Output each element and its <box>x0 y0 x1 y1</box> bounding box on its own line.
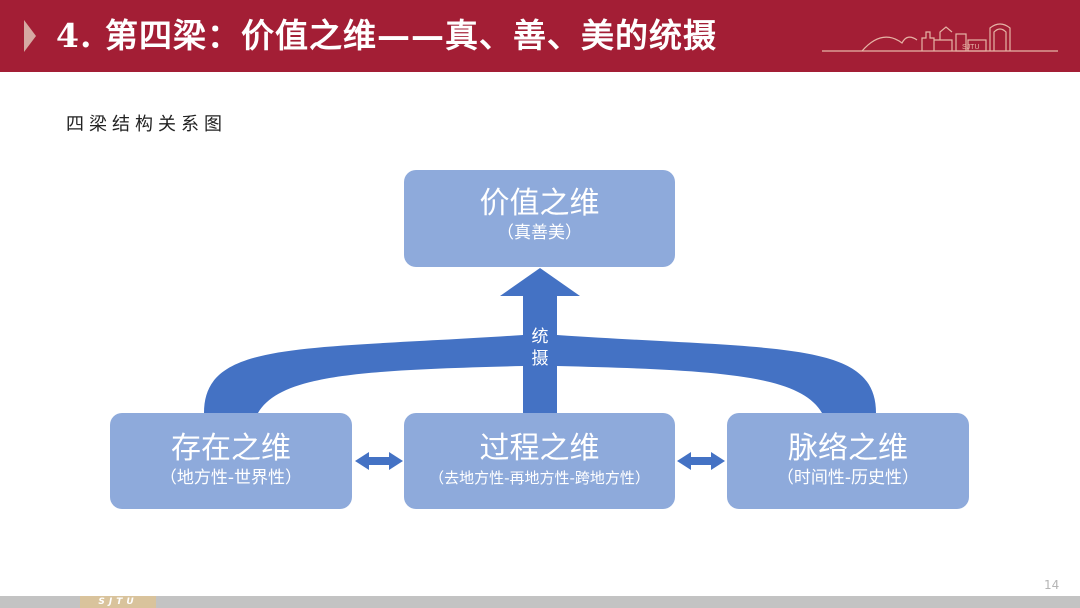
box-subtitle: （真善美） <box>497 223 582 243</box>
double-arrow-right <box>677 452 725 470</box>
campus-skyline-logo: SJTU <box>822 23 1058 52</box>
box-subtitle: （地方性-世界性） <box>159 468 303 488</box>
box-existence-dimension: 存在之维 （地方性-世界性） <box>110 413 352 509</box>
box-title: 过程之维 <box>479 431 600 466</box>
curved-arrow-left <box>204 335 523 413</box>
header-bar: 4. 第四梁：价值之维——真、善、美的统摄 SJTU <box>0 0 1080 72</box>
box-process-dimension: 过程之维 （去地方性-再地方性-跨地方性） <box>404 413 675 509</box>
unify-label: 统摄 <box>531 327 549 369</box>
box-title: 脉络之维 <box>788 431 908 466</box>
diagram-subtitle: 四梁结构关系图 <box>66 114 227 135</box>
footer-bar <box>0 596 1080 608</box>
page-number: 14 <box>1044 578 1060 592</box>
svg-text:SJTU: SJTU <box>962 44 980 51</box>
box-title: 价值之维 <box>479 186 600 221</box>
chevron-icon <box>24 20 36 52</box>
curved-arrow-right <box>557 335 876 413</box>
central-arrow-stem <box>523 296 557 413</box>
central-arrowhead <box>500 268 580 296</box>
box-subtitle: （时间性-历史性） <box>776 468 920 488</box>
slide-title: 4. 第四梁：价值之维——真、善、美的统摄 <box>56 16 717 55</box>
box-title: 存在之维 <box>171 431 291 466</box>
box-value-dimension: 价值之维 （真善美） <box>404 170 675 267</box>
footer-brand: SJTU <box>80 596 156 608</box>
double-arrow-left <box>355 452 403 470</box>
box-context-dimension: 脉络之维 （时间性-历史性） <box>727 413 969 509</box>
box-subtitle: （去地方性-再地方性-跨地方性） <box>429 469 650 487</box>
